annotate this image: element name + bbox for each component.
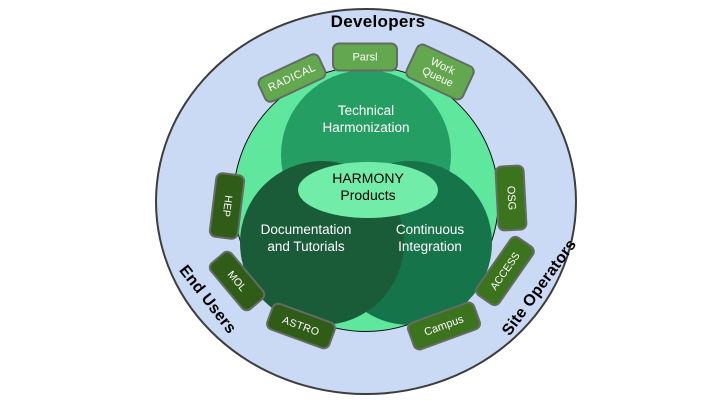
badge-osg-label: OSG xyxy=(504,185,518,211)
harmony-label-line2: Products xyxy=(340,187,396,203)
continuous-label-line1: Continuous xyxy=(395,222,465,237)
technical-label-line2: Harmonization xyxy=(322,120,410,135)
documentation-tutorials-label: Documentation and Tutorials xyxy=(261,221,352,255)
ring-label-developers: Developers xyxy=(330,12,426,31)
badge-astro-label: ASTRO xyxy=(280,313,322,339)
badge-hep-label: HEP xyxy=(219,194,235,218)
badge-mol-label: MOL xyxy=(225,268,249,294)
badge-campus-label: Campus xyxy=(422,313,466,339)
technical-harmonization-label: Technical Harmonization xyxy=(322,102,409,136)
badge-parsl-label: Parsl xyxy=(352,51,378,63)
harmony-label-line1: HARMONY xyxy=(332,170,404,186)
continuous-label-line2: Integration xyxy=(398,239,462,254)
badge-parsl: Parsl xyxy=(332,42,398,72)
harmony-products-label: HARMONY Products xyxy=(332,170,404,204)
documentation-label-line1: Documentation xyxy=(260,222,352,237)
badge-osg: OSG xyxy=(494,164,528,232)
technical-label-line1: Technical xyxy=(337,103,395,118)
continuous-integration-label: Continuous Integration xyxy=(396,221,464,255)
documentation-label-line2: and Tutorials xyxy=(267,239,345,254)
harmony-products-ellipse xyxy=(298,162,438,218)
